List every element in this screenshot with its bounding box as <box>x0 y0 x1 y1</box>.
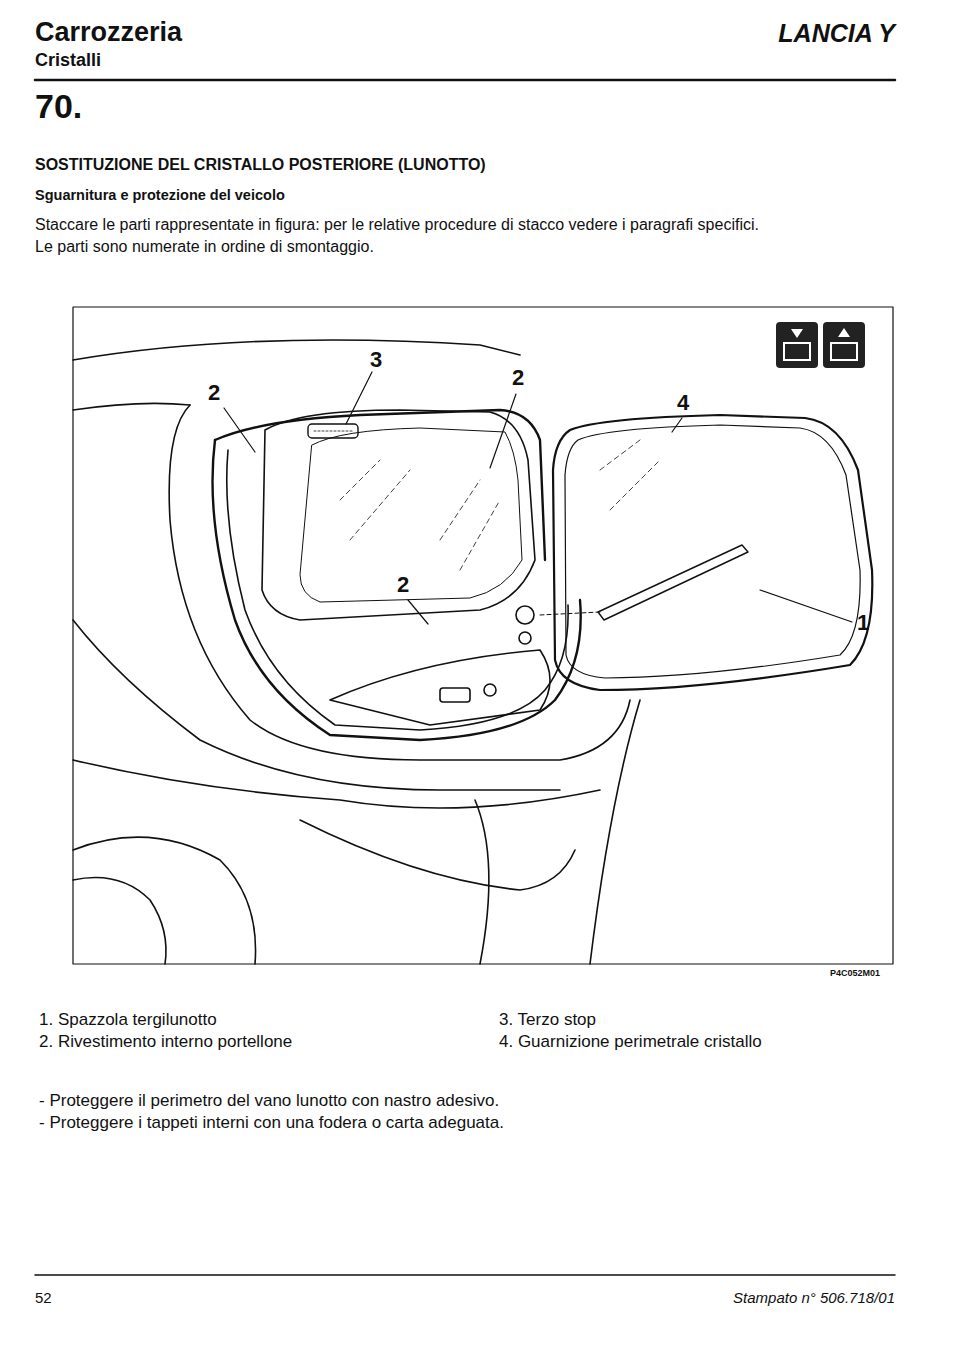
bumper-curve <box>300 820 575 890</box>
glass-reflection <box>340 460 500 570</box>
leader-line <box>490 394 516 468</box>
bumper-lower <box>73 760 600 808</box>
page-header: Carrozzeria <box>35 16 182 48</box>
third-stop <box>308 424 358 438</box>
lock <box>484 684 496 696</box>
glass-seal <box>565 425 860 678</box>
callout-number: 4 <box>677 390 689 416</box>
note: - Proteggere il perimetro del vano lunot… <box>39 1091 499 1111</box>
legend-item: 4. Guarnizione perimetrale cristallo <box>499 1032 762 1052</box>
legend-item: 3. Terzo stop <box>499 1010 596 1030</box>
wheel-arch <box>73 837 256 964</box>
note: - Proteggere i tappeti interni con una f… <box>39 1113 504 1133</box>
body-line <box>475 800 489 964</box>
legend-item: 1. Spazzola tergilunotto <box>39 1010 217 1030</box>
roof-line <box>73 340 520 360</box>
wiper-motor <box>516 606 534 624</box>
callout-number: 2 <box>208 380 220 406</box>
leader-line <box>760 590 852 622</box>
body-line <box>590 700 640 964</box>
section-title: SOSTITUZIONE DEL CRISTALLO POSTERIORE (L… <box>35 155 486 174</box>
leader-line <box>224 408 255 452</box>
figure-code: P4C052M01 <box>830 968 880 979</box>
legend-item: 2. Rivestimento interno portellone <box>39 1032 292 1052</box>
wiper-blade <box>598 545 748 620</box>
window-opening <box>262 410 535 620</box>
body-line <box>73 403 190 410</box>
plate-recess <box>330 650 550 725</box>
leader-line <box>672 418 682 432</box>
bumper-line <box>73 620 560 790</box>
rule <box>35 79 895 82</box>
leader-line <box>346 372 372 424</box>
operation-number: 70. <box>35 86 82 127</box>
print-reference: Stampato n° 506.718/01 <box>733 1289 895 1307</box>
callout-number: 3 <box>370 347 382 373</box>
third-stop-lens <box>314 431 352 432</box>
handle <box>440 688 470 702</box>
rule <box>35 1274 895 1276</box>
removal-icons <box>776 322 865 368</box>
wiper-motor <box>519 632 531 644</box>
wiper-axis <box>540 612 600 615</box>
callout-number: 2 <box>397 572 409 598</box>
trim-panel <box>213 440 581 740</box>
leader-line <box>408 600 428 624</box>
callout-number: 2 <box>512 365 524 391</box>
body-text: Staccare le parti rappresentate in figur… <box>35 215 759 234</box>
window-inner <box>300 428 522 602</box>
page-number: 52 <box>35 1289 52 1307</box>
tailgate-outline <box>169 405 630 760</box>
wheel <box>73 878 166 965</box>
section-name: Cristalli <box>35 50 101 72</box>
glass-seal <box>553 415 872 690</box>
subheading: Sguarnitura e protezione del veicolo <box>35 187 285 204</box>
callout-number: 1 <box>857 610 869 636</box>
model-name: LANCIA Y <box>778 18 895 48</box>
figure-frame <box>73 307 893 964</box>
body-text: Le parti sono numerate in ordine di smon… <box>35 237 374 256</box>
glass-reflection <box>600 440 660 510</box>
